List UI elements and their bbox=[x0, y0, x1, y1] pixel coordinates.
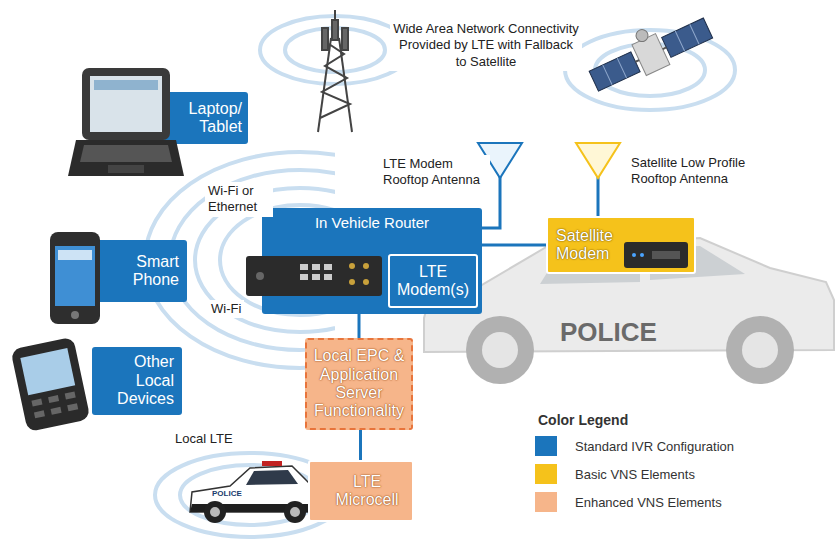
satellite bbox=[690, 24, 699, 44]
satellite bbox=[589, 52, 640, 91]
police-car-small bbox=[284, 501, 306, 523]
legend-entry: Standard IVR Configuration bbox=[535, 436, 734, 456]
phone-illustration bbox=[55, 246, 95, 306]
police-car-small bbox=[190, 461, 318, 523]
handheld-illustration bbox=[48, 395, 59, 403]
police-car-large bbox=[466, 316, 534, 384]
cell-tower bbox=[342, 28, 348, 50]
legend-entry: Basic VNS Elements bbox=[535, 464, 695, 484]
legend-swatch bbox=[535, 464, 557, 484]
box-text: Satellite Modem bbox=[556, 227, 620, 264]
satellite bbox=[663, 47, 667, 49]
handheld-illustration bbox=[20, 348, 75, 395]
link-label: Wi-Fi or Ethernet bbox=[205, 182, 273, 217]
satellite bbox=[635, 60, 639, 62]
legend-entry: Enhanced VNS Elements bbox=[535, 492, 722, 512]
car-marking: POLICE bbox=[212, 489, 242, 499]
satellite-waves bbox=[565, 30, 735, 110]
box-text: Local EPC & Application Server Functiona… bbox=[311, 347, 407, 421]
car-marking: POLICE bbox=[560, 316, 657, 349]
phone-illustration bbox=[58, 250, 92, 260]
handheld-illustration bbox=[10, 337, 90, 432]
antenna-label: Satellite Low Profile Rooftop Antenna bbox=[628, 154, 769, 189]
laptop-illustration bbox=[68, 140, 184, 176]
satellite bbox=[603, 65, 612, 85]
connector-line bbox=[359, 430, 362, 460]
legend-text: Basic VNS Elements bbox=[575, 467, 695, 482]
laptop-illustration bbox=[94, 80, 158, 90]
handheld-illustration bbox=[10, 337, 90, 432]
legend-text: Standard IVR Configuration bbox=[575, 439, 734, 454]
police-car-small bbox=[246, 470, 298, 485]
link-label: Wi-Fi bbox=[208, 300, 244, 318]
network-note: Wide Area Network Connectivity Provided … bbox=[390, 20, 582, 71]
tower-waves bbox=[260, 16, 410, 84]
laptop-illustration bbox=[90, 76, 162, 132]
handheld-illustration bbox=[31, 399, 42, 407]
device-box: Laptop/ Tablet bbox=[160, 92, 248, 144]
phone-illustration bbox=[50, 232, 100, 324]
microcell-box: LTE Microcell bbox=[308, 460, 414, 522]
link-label: Local LTE bbox=[172, 430, 236, 448]
police-car-large bbox=[482, 332, 518, 368]
box-text: Laptop/ Tablet bbox=[180, 100, 242, 137]
tower-waves bbox=[260, 16, 410, 84]
satellite-waves bbox=[565, 30, 735, 110]
connector-line bbox=[358, 314, 361, 338]
handheld-illustration bbox=[67, 403, 78, 411]
phone-illustration bbox=[50, 232, 100, 324]
handheld-illustration bbox=[51, 407, 62, 415]
police-car-large bbox=[742, 332, 778, 368]
police-car-small bbox=[204, 501, 226, 523]
legend-swatch bbox=[535, 436, 557, 456]
antenna-wires bbox=[597, 176, 600, 216]
handheld-illustration bbox=[34, 410, 45, 418]
box-text: LTE Modem(s) bbox=[394, 263, 472, 300]
police-car-small bbox=[262, 461, 282, 466]
police-car-small bbox=[290, 507, 300, 517]
legend-swatch bbox=[535, 492, 557, 512]
satellite bbox=[662, 18, 713, 57]
police-car-large bbox=[726, 316, 794, 384]
satellite-antenna bbox=[576, 143, 620, 178]
server-box: Local EPC & Application Server Functiona… bbox=[305, 338, 413, 430]
satellite bbox=[675, 31, 684, 51]
device-box: Other Local Devices bbox=[92, 347, 182, 415]
cell-tower bbox=[332, 20, 338, 40]
laptop-illustration bbox=[82, 68, 170, 140]
cell-tower bbox=[320, 44, 350, 118]
modem-box: LTE Modem(s) bbox=[388, 254, 478, 308]
box-text: Smart Phone bbox=[109, 253, 179, 290]
satellite bbox=[617, 58, 626, 78]
legend-title: Color Legend bbox=[535, 411, 631, 431]
connector-line bbox=[482, 244, 546, 247]
device-box: Smart Phone bbox=[95, 240, 187, 302]
cell-tower bbox=[318, 10, 352, 132]
police-car-small bbox=[210, 507, 220, 517]
handheld-illustration bbox=[65, 392, 76, 400]
laptop-illustration bbox=[80, 145, 172, 162]
satellite-modem-box: Satellite Modem bbox=[546, 216, 696, 274]
cell-tower bbox=[318, 38, 331, 132]
router-box: In Vehicle RouterLTE Modem(s) bbox=[262, 208, 482, 314]
box-text: LTE Microcell bbox=[326, 473, 408, 510]
microcell-waves bbox=[180, 465, 320, 525]
laptop-illustration bbox=[108, 165, 144, 173]
satellite bbox=[582, 3, 715, 96]
antenna-label: LTE Modem Rooftop Antenna bbox=[380, 155, 490, 190]
legend-text: Enhanced VNS Elements bbox=[575, 495, 722, 510]
phone-illustration bbox=[71, 311, 79, 319]
satellite bbox=[634, 28, 650, 44]
box-text: In Vehicle Router bbox=[315, 214, 429, 231]
box-text: Other Local Devices bbox=[108, 353, 174, 408]
cell-tower bbox=[322, 28, 328, 50]
